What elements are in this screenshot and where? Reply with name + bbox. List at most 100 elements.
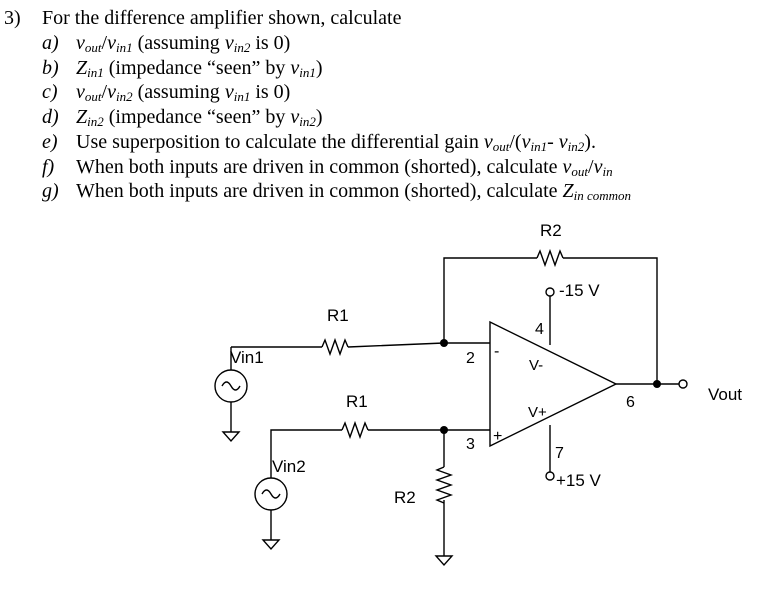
- question-item-text: When both inputs are driven in common (s…: [76, 155, 563, 178]
- question-number: 3): [4, 7, 21, 29]
- question-item: a)vout/vin1 (assuming vin2 is 0): [42, 31, 290, 60]
- question-item-text: ).: [584, 130, 596, 153]
- question-item-text: (assuming: [132, 81, 225, 104]
- question-item-label: g): [42, 180, 59, 203]
- question-item: e) Use superposition to calculate the dif…: [42, 130, 596, 159]
- r2-bottom-label: R2: [394, 488, 416, 507]
- junction-noninverting: [440, 426, 448, 434]
- question-item-text: v: [593, 155, 603, 178]
- question-item-text: Use superposition to calculate the diffe…: [76, 130, 484, 153]
- question-item-text: /: [101, 32, 108, 54]
- question-item-text: in1: [87, 64, 104, 80]
- question-item-text: (assuming: [132, 32, 225, 54]
- r2-bottom-resistor: [434, 466, 454, 504]
- question-item-label: f): [42, 155, 55, 178]
- question-item-text: When both inputs are driven in common (s…: [76, 180, 563, 203]
- question-item-text: v: [107, 32, 116, 54]
- question-item-text: -: [547, 130, 559, 153]
- question-item: f) When both inputs are driven in common …: [42, 155, 613, 184]
- r2-top-label: R2: [540, 221, 562, 240]
- junction-inverting: [440, 339, 448, 347]
- pin7-label: 7: [555, 445, 564, 462]
- question-item-text: in: [602, 163, 613, 179]
- feedback-wire-right: [563, 257, 658, 383]
- neg-supply-label: -15 V: [559, 281, 600, 300]
- question-item-text: v: [290, 106, 300, 129]
- question-item: g) When both inputs are driven in common …: [42, 179, 631, 208]
- question-item-text: v: [562, 155, 572, 178]
- question-item-text: /: [101, 81, 108, 104]
- vplus-label: V+: [528, 404, 547, 421]
- neg-supply-terminal: [545, 287, 555, 297]
- r1-top-label: R1: [327, 306, 349, 325]
- pin3-label: 3: [466, 436, 475, 453]
- ground-symbol-r2: [434, 555, 454, 567]
- question-item-text: in2: [567, 138, 585, 154]
- question-item-text: (impedance “seen” by: [103, 106, 291, 129]
- ground-symbol-vin2: [261, 539, 281, 551]
- question-item-text: in2: [233, 40, 251, 55]
- question-item-text: v: [290, 56, 300, 79]
- question-item-label: e): [42, 130, 58, 153]
- vin2-wire: [270, 429, 342, 478]
- plus-sign: +: [493, 428, 502, 445]
- question-item-text: in common: [573, 188, 632, 204]
- vin1-sine: [221, 381, 241, 391]
- question-item-text: /: [588, 155, 594, 178]
- feedback-wire: [443, 257, 537, 343]
- question-item-text: out: [571, 163, 589, 179]
- question-item-text: v: [224, 32, 234, 54]
- question-item-label: b): [42, 56, 59, 79]
- question-item-text: ): [315, 106, 323, 129]
- question-item-text: ): [315, 56, 323, 79]
- question-item-text: is 0): [250, 81, 291, 104]
- r1-top-resistor: [321, 337, 349, 357]
- ground-symbol-vin1: [221, 431, 241, 443]
- vin2-sine: [261, 489, 281, 499]
- question-item-text: in2: [87, 114, 104, 130]
- question-item-text: v: [521, 130, 531, 153]
- pin2-label: 2: [466, 350, 475, 367]
- pos-supply-label: +15 V: [556, 471, 602, 490]
- question-item-text: v: [224, 81, 234, 104]
- question-item-text: Z: [76, 56, 88, 79]
- r2-top-resistor: [536, 248, 564, 268]
- question-item-label: d): [42, 106, 59, 129]
- r1-to-node-wire: [347, 342, 490, 348]
- question-item-text: out: [492, 138, 510, 154]
- question-item: d)Zin2 (impedance “seen” by vin2): [42, 105, 323, 134]
- vout-terminal: [678, 379, 688, 389]
- vin2-label: Vin2: [272, 457, 306, 476]
- question-item: b)Zin1 (impedance “seen” by vin1): [42, 56, 323, 85]
- question-item-label: a): [42, 32, 59, 54]
- question-item-text: out: [84, 89, 102, 105]
- question-item-text: v: [76, 32, 85, 54]
- question-item-text: out: [84, 40, 102, 55]
- question-item-text: in2: [299, 114, 316, 130]
- pin4-label: 4: [535, 321, 544, 338]
- pos-supply-terminal: [545, 471, 555, 481]
- vin1-label: Vin1: [230, 348, 264, 367]
- question-item-text: Z: [76, 106, 88, 129]
- minus-sign: -: [494, 343, 499, 360]
- question-item-text: v: [483, 130, 493, 153]
- question-item-text: is 0): [250, 32, 291, 54]
- question-item-text: in1: [233, 89, 251, 105]
- r1-bottom-label: R1: [346, 392, 368, 411]
- question-item-text: Z: [562, 180, 574, 203]
- question-item-text: (impedance “seen” by: [103, 56, 291, 79]
- question-item-text: in1: [530, 138, 548, 154]
- question-item-text: in2: [115, 89, 133, 105]
- question-intro: For the difference amplifier shown, calc…: [42, 7, 402, 29]
- question-item: c)vout/vin2 (assuming vin1 is 0): [42, 80, 290, 109]
- question-item-text: /(: [509, 130, 522, 153]
- pin6-label: 6: [626, 394, 635, 411]
- question-item-text: in1: [299, 64, 316, 80]
- op-amp: [489, 320, 618, 448]
- question-item-label: c): [42, 81, 58, 104]
- junction-output: [653, 380, 661, 388]
- vminus-label: V-: [529, 357, 543, 374]
- question-item-text: v: [558, 130, 568, 153]
- vout-label: Vout: [708, 385, 742, 404]
